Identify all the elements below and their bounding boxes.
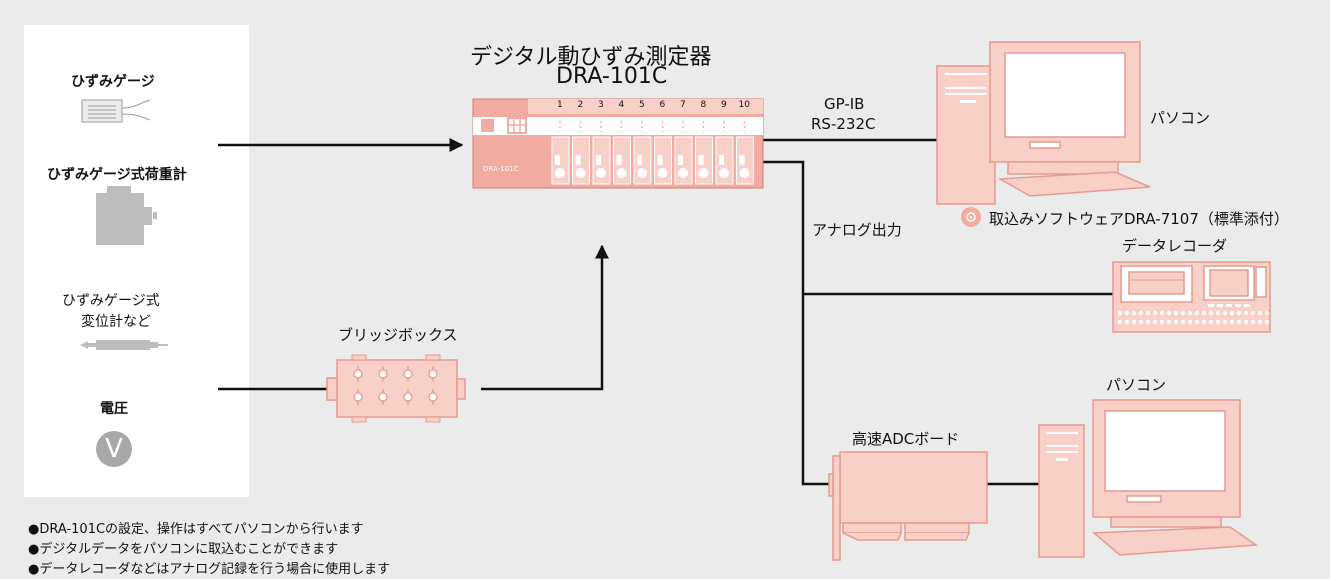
voltage-icon — [96, 431, 132, 467]
cd-icon — [961, 207, 981, 227]
channel-number: 4 — [618, 100, 625, 110]
adc-label: 高速ADCボード — [852, 430, 960, 448]
channel-number: 5 — [639, 100, 645, 110]
channel-number: 2 — [577, 100, 584, 110]
load-cell-label: ひずみゲージ式荷重計 — [47, 167, 187, 183]
adc-board-graphic — [828, 451, 988, 561]
recorder-label: データレコーダ — [1122, 237, 1228, 255]
channel-number: 1 — [557, 100, 563, 110]
bridge-box-label: ブリッジボックス — [338, 326, 458, 344]
channel-number: 7 — [680, 100, 686, 110]
note-3: ●データレコーダなどはアナログ記録を行う場合に使用します — [28, 562, 391, 577]
connection-lines — [218, 138, 1113, 486]
pc-bottom-graphic — [1038, 399, 1259, 558]
sensor-panel — [24, 25, 249, 497]
recorder-buttons — [1117, 304, 1270, 325]
load-cell-icon — [96, 186, 157, 245]
channel-number: 9 — [721, 100, 727, 110]
bridge-box-graphic — [326, 354, 466, 423]
displacement-label-2: 変位計など — [81, 314, 151, 330]
data-recorder-graphic — [1112, 261, 1271, 333]
channel-number: 3 — [598, 100, 604, 110]
device-body-label: DRA-101C — [483, 165, 519, 173]
pc-bottom-label: パソコン — [1106, 376, 1167, 394]
note-1: ●DRA-101Cの設定、操作はすべてパソコンから行います — [28, 522, 364, 537]
pc-top-graphic — [936, 41, 1151, 205]
gpib-label: GP-IB — [824, 95, 865, 113]
channel-number: 8 — [700, 100, 707, 110]
rs232c-label: RS-232C — [811, 115, 876, 133]
strain-gauge-label: ひずみゲージ — [71, 74, 155, 90]
channel-number: 10 — [738, 100, 750, 110]
note-2: ●デジタルデータをパソコンに取込むことができます — [28, 542, 339, 557]
dra-101c-device-graphic — [472, 98, 764, 189]
displacement-sensor-icon — [80, 340, 168, 350]
pc-top-label: パソコン — [1150, 109, 1211, 127]
device-title: デジタル動ひずみ測定器 — [470, 45, 712, 70]
device-model: DRA-101C — [556, 64, 668, 89]
voltage-symbol: V — [105, 434, 123, 464]
displacement-label-1: ひずみゲージ式 — [62, 293, 160, 309]
voltage-label: 電圧 — [100, 401, 128, 417]
software-label: 取込みソフトウェアDRA-7107（標準添付） — [989, 210, 1289, 228]
channel-number: 6 — [659, 100, 666, 110]
strain-gauge-icon — [81, 99, 151, 123]
analog-out-label: アナログ出力 — [812, 221, 902, 239]
channel-slots — [551, 121, 754, 185]
bridge-terminals — [353, 366, 438, 405]
